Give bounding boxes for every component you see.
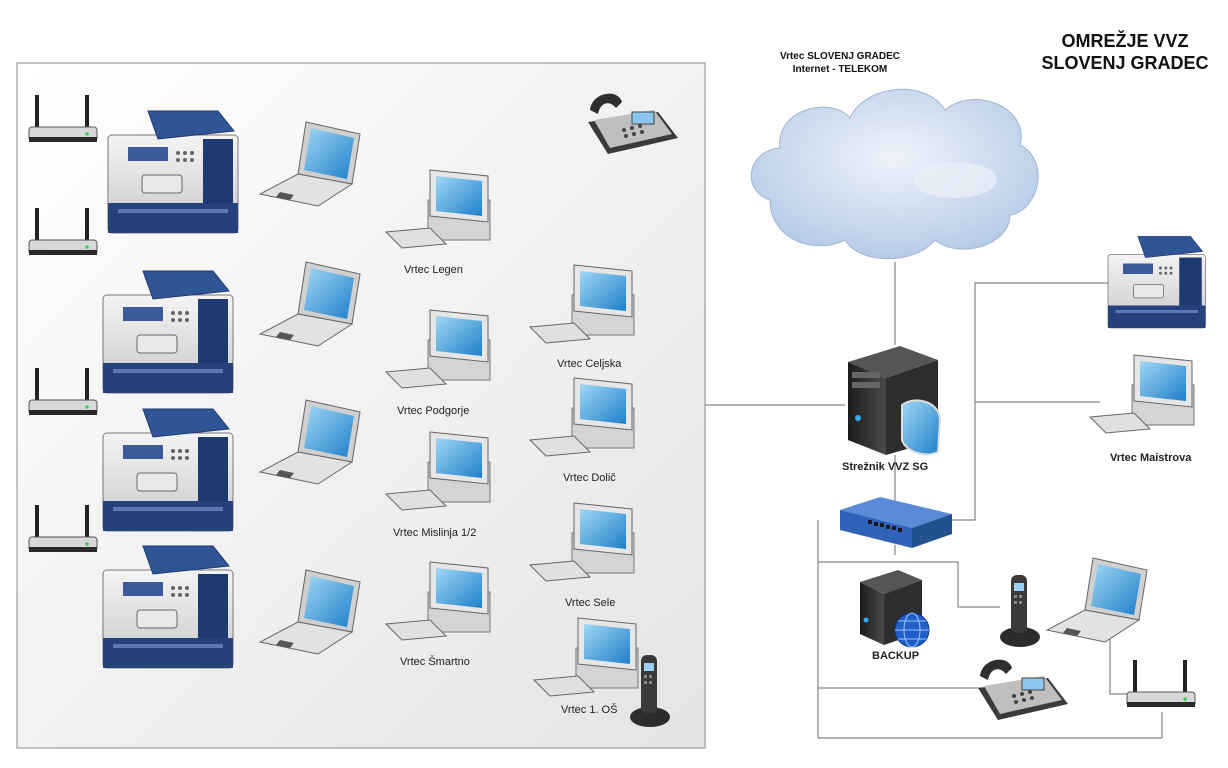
- site-label-os1: Vrtec 1. OŠ: [561, 704, 618, 716]
- switch-icon: [840, 497, 952, 548]
- laptop-icon: [1046, 557, 1148, 643]
- server-label: Strežnik VVZ SG: [842, 461, 929, 473]
- site-label-dolic: Vrtec Dolič: [563, 472, 616, 484]
- connection-lines: [705, 262, 1163, 739]
- site-label-mislinja: Vrtec Mislinja 1/2: [393, 527, 477, 539]
- desktop-icon: [1089, 354, 1195, 434]
- site-label-smartno: Vrtec Šmartno: [400, 656, 470, 668]
- printer-icon: [1107, 236, 1206, 329]
- site-label-celjska: Vrtec Celjska: [557, 358, 622, 370]
- site-label-legen: Vrtec Legen: [404, 264, 463, 276]
- site-label-podgorje: Vrtec Podgorje: [397, 405, 470, 417]
- desk-phone-icon: [977, 659, 1069, 721]
- backup-label: BACKUP: [872, 650, 920, 662]
- cloud-icon: [750, 88, 1039, 260]
- site-label-maistrova: Vrtec Maistrova: [1110, 452, 1192, 464]
- server-icon: [848, 346, 942, 456]
- diagram-title: OMREŽJE VVZ SLOVENJ GRADEC: [1041, 31, 1209, 73]
- cordless-phone-icon: [1000, 575, 1040, 647]
- router-icon: [1126, 659, 1196, 708]
- globe-icon: [894, 612, 930, 648]
- site-label-sele: Vrtec Sele: [565, 597, 616, 609]
- cloud-label: Vrtec SLOVENJ GRADEC Internet - TELEKOM: [779, 51, 901, 75]
